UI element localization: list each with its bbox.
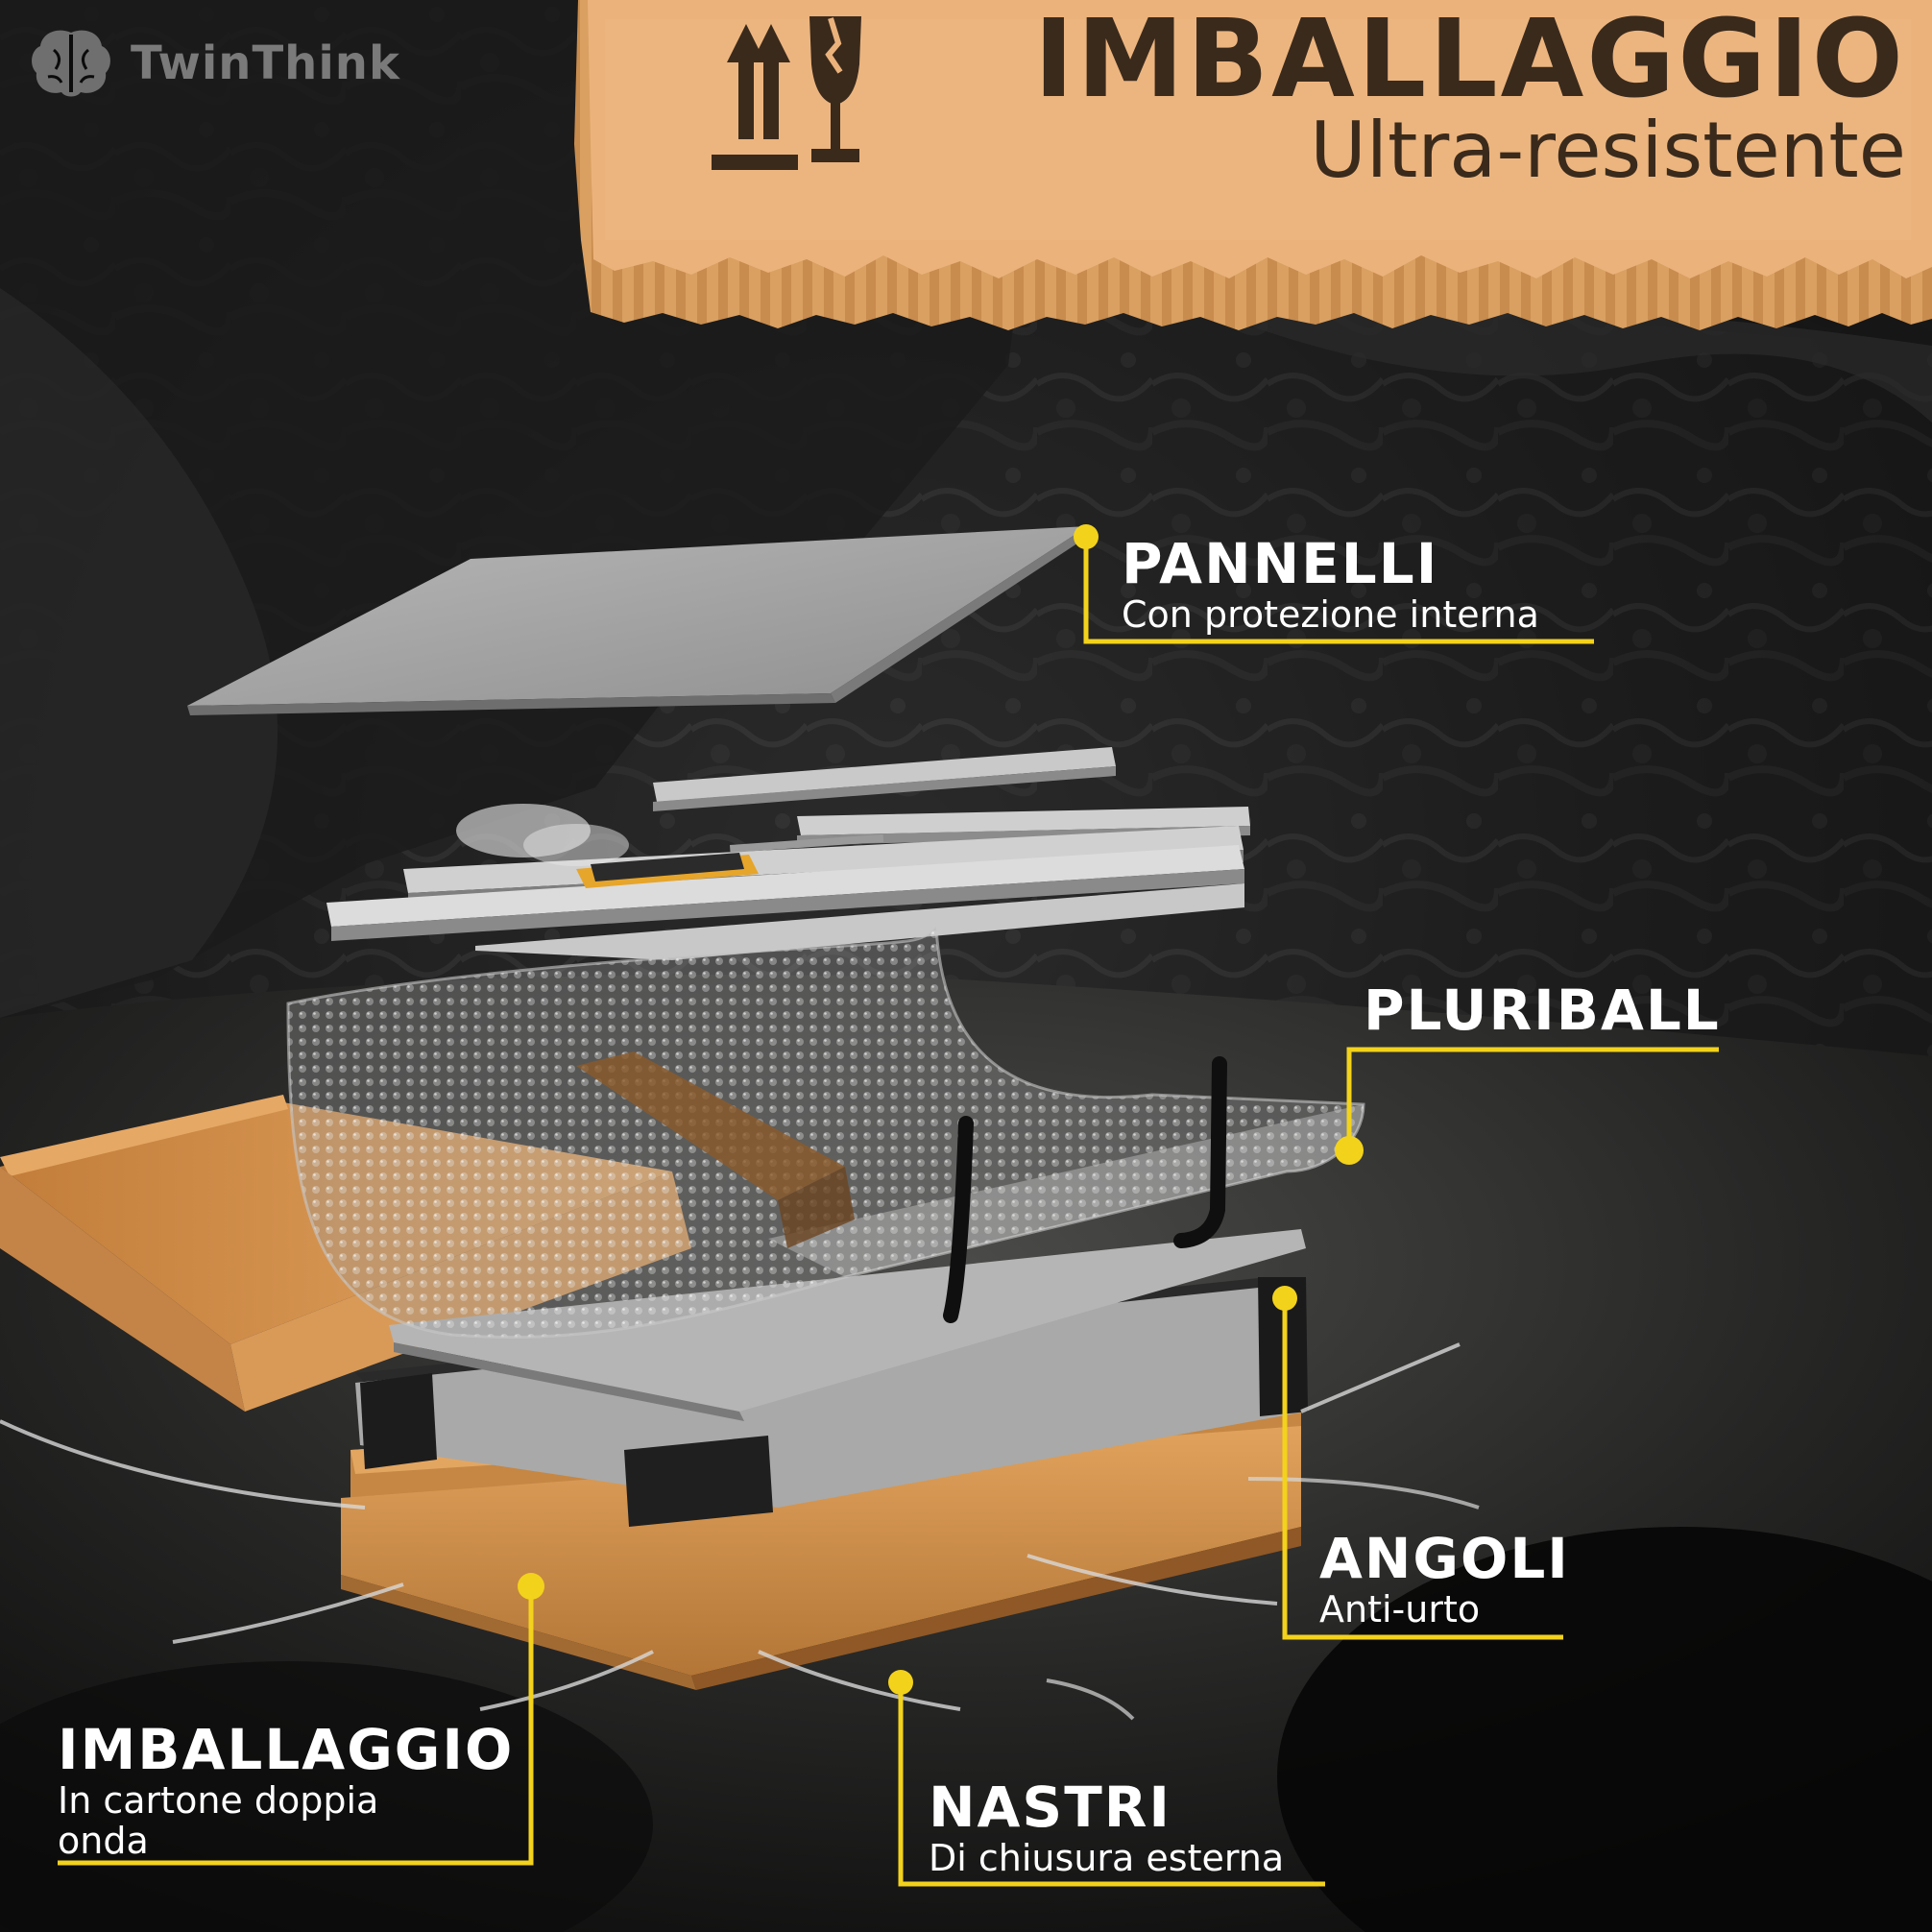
callout-angoli: ANGOLI Anti-urto xyxy=(1319,1528,1570,1630)
callout-title: PLURIBALL xyxy=(1364,978,1721,1043)
package-symbols xyxy=(706,5,869,202)
brand-logo: TwinThink xyxy=(29,25,400,102)
callout-imballaggio: IMBALLAGGIO In cartone doppia onda xyxy=(58,1719,514,1861)
callout-pannelli: PANNELLI Con protezione interna xyxy=(1122,533,1539,635)
callout-title: IMBALLAGGIO xyxy=(58,1717,515,1782)
callout-subtitle: Di chiusura esterna xyxy=(929,1837,1285,1879)
callout-subtitle: Anti-urto xyxy=(1319,1588,1481,1630)
this-way-up-arrows-icon xyxy=(712,24,798,170)
callout-subtitle: In cartone doppia onda xyxy=(58,1779,379,1862)
callout-nastri: NASTRI Di chiusura esterna xyxy=(929,1776,1284,1878)
page-subtitle: Ultra-resistente xyxy=(1310,106,1906,195)
fragile-glass-icon xyxy=(809,16,861,162)
callout-title: PANNELLI xyxy=(1122,531,1439,596)
callout-title: NASTRI xyxy=(929,1775,1172,1840)
brain-icon xyxy=(29,27,113,100)
callout-pluriball: PLURIBALL xyxy=(1364,979,1721,1041)
page-title: IMBALLAGGIO xyxy=(1033,0,1906,122)
brand-name: TwinThink xyxy=(131,36,400,90)
callout-title: ANGOLI xyxy=(1319,1526,1570,1591)
callout-subtitle: Con protezione interna xyxy=(1122,593,1539,636)
